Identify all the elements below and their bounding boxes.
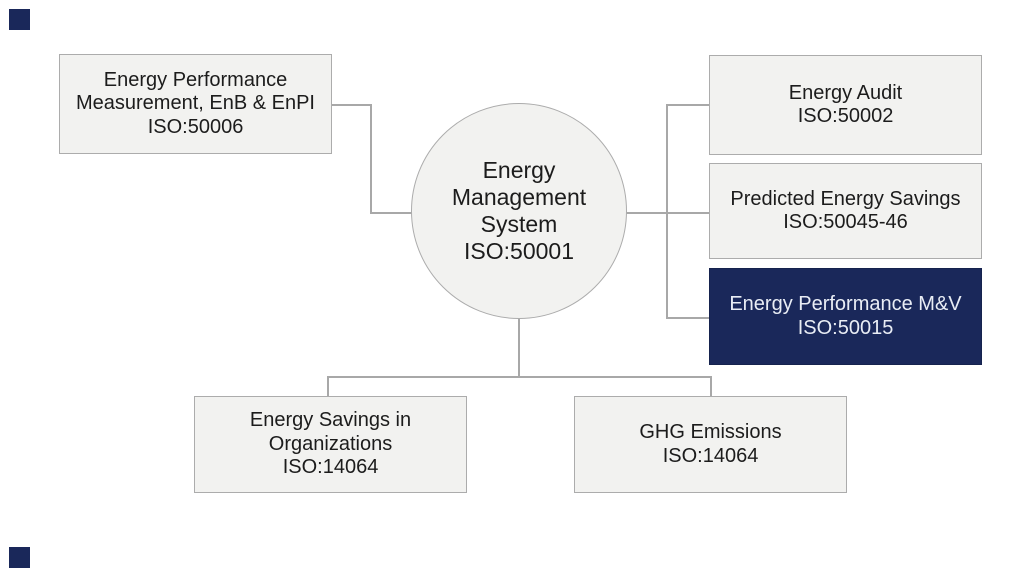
- node-label-line: Measurement, EnB & EnPI: [75, 92, 315, 115]
- node-energy-audit[interactable]: Energy Audit ISO:50002: [709, 55, 982, 155]
- connector-left-vertical: [370, 104, 372, 214]
- node-energy-performance-measurement[interactable]: Energy Performance Measurement, EnB & En…: [59, 54, 332, 154]
- node-energy-performance-mv[interactable]: Energy Performance M&V ISO:50015: [709, 268, 982, 365]
- connector-stub-energy-audit: [666, 104, 709, 106]
- node-label-line: GHG Emissions: [639, 421, 782, 443]
- center-node-line: Management: [451, 184, 587, 210]
- connector-drop-ghg: [710, 376, 712, 397]
- node-iso-code: ISO:50045-46: [783, 211, 908, 233]
- connector-right-vertical-bus: [666, 104, 668, 319]
- node-label-line: Energy Savings in: [249, 409, 412, 432]
- center-node-iso-code: ISO:50001: [464, 238, 574, 264]
- node-iso-code: ISO:50006: [147, 115, 244, 138]
- node-label-line: Energy Performance M&V: [729, 293, 962, 315]
- node-iso-code: ISO:50002: [797, 105, 894, 127]
- connector-stub-energy-performance-mv: [666, 317, 709, 319]
- center-node-line: Energy: [482, 157, 556, 183]
- node-label-line: Energy Performance: [103, 68, 288, 91]
- node-label-line: Energy Audit: [788, 81, 903, 104]
- node-ghg-emissions[interactable]: GHG Emissions ISO:14064: [574, 396, 847, 493]
- corner-accent-square-bottom-left: [9, 547, 30, 568]
- node-label-line: Predicted Energy Savings: [730, 187, 961, 210]
- node-label-line: Organizations: [268, 432, 393, 455]
- center-node-line: System: [480, 211, 558, 237]
- node-iso-code: ISO:14064: [662, 444, 759, 467]
- node-energy-savings-in-organizations[interactable]: Energy Savings in Organizations ISO:1406…: [194, 396, 467, 493]
- node-predicted-energy-savings[interactable]: Predicted Energy Savings ISO:50045-46: [709, 163, 982, 259]
- connector-left-to-circle: [370, 212, 412, 214]
- connector-circle-bottom-drop: [518, 318, 520, 378]
- node-iso-code: ISO:14064: [282, 456, 379, 479]
- node-iso-code: ISO:50015: [797, 316, 894, 339]
- corner-accent-square-top-left: [9, 9, 30, 30]
- center-node-energy-management-system[interactable]: Energy Management System ISO:50001: [411, 103, 627, 319]
- connector-drop-energy-savings: [327, 376, 329, 397]
- connector-left-box-horizontal: [332, 104, 372, 106]
- connector-bottom-bus: [327, 376, 712, 378]
